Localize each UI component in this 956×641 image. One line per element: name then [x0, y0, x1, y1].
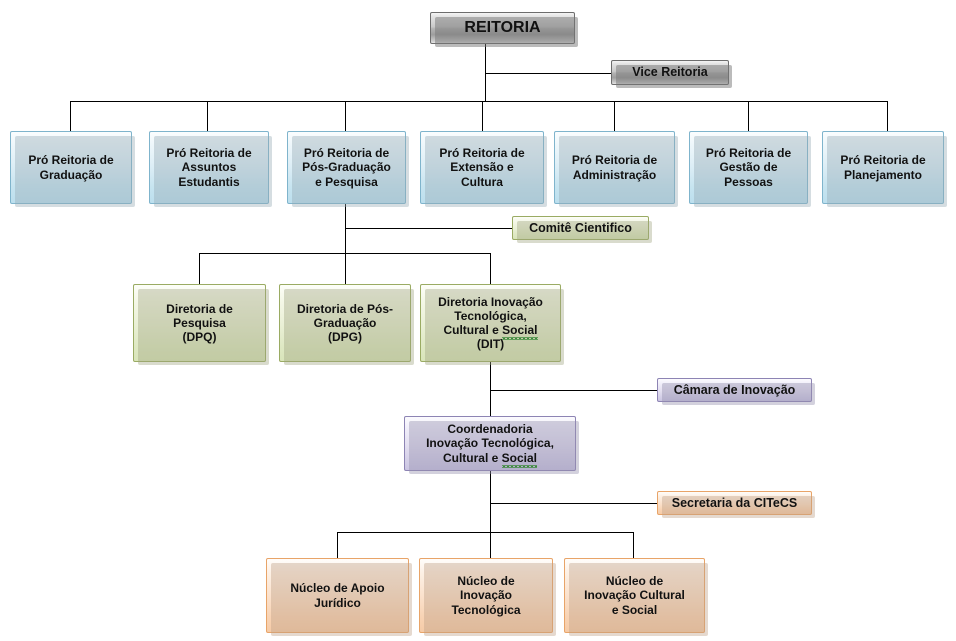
connector-drop-diretoria-2: [345, 253, 346, 284]
node-camara-inovacao[interactable]: Câmara de Inovação: [657, 378, 815, 405]
node-pro-reitoria-gestao-pessoas[interactable]: Pró Reitoria de Gestão de Pessoas: [689, 131, 811, 207]
node-reitoria[interactable]: REITORIA: [430, 12, 578, 47]
connector-drop-pro-3: [345, 101, 346, 131]
node-pro-2-line2: Assuntos: [181, 160, 237, 175]
node-dir-2-line1: Diretoria de Pós-: [296, 301, 394, 316]
node-dir-1-line1: Diretoria de: [166, 301, 233, 316]
node-coord-line3-misspelled: Social: [501, 450, 538, 468]
node-pro-6-line3: Pessoas: [724, 174, 773, 189]
node-nucleo-2-line1: Núcleo de: [457, 574, 515, 589]
node-coord-line1: Coordenadoria: [447, 422, 533, 437]
node-diretoria-pos-graduacao[interactable]: Diretoria de Pós- Graduação (DPG): [279, 284, 414, 365]
node-nucleo-3-line1: Núcleo de: [605, 574, 664, 589]
node-dir-3-line4: (DIT): [476, 337, 505, 352]
connector-to-camara-inovacao: [490, 390, 657, 391]
node-nucleo-2-line3: Tecnológica: [451, 602, 521, 617]
connector-to-secretaria: [490, 503, 657, 504]
connector-reitoria-trunk: [485, 44, 486, 101]
connector-drop-pro-7: [887, 101, 888, 131]
node-pro-6-line2: Gestão de: [719, 160, 778, 175]
node-reitoria-label: REITORIA: [464, 18, 541, 36]
node-comite-cientifico[interactable]: Comitê Cientifico: [512, 216, 652, 243]
node-dir-3-line3-misspelled: Social: [502, 323, 538, 341]
connector-drop-nucleo-2: [490, 532, 491, 558]
node-pro-6-line1: Pró Reitoria de: [705, 146, 792, 161]
node-pro-3-line3: e Pesquisa: [315, 174, 378, 189]
node-pro-1-line1: Pró Reitoria de: [28, 153, 114, 168]
connector-drop-pro-6: [748, 101, 749, 131]
node-pro-reitoria-graduacao[interactable]: Pró Reitoria de Graduação: [10, 131, 135, 207]
node-pro-7-line1: Pró Reitoria de: [840, 153, 926, 168]
node-diretoria-pesquisa[interactable]: Diretoria de Pesquisa (DPQ): [133, 284, 269, 365]
connector-drop-pro-5: [614, 101, 615, 131]
node-nucleo-3-line3: e Social: [611, 602, 658, 617]
connector-to-comite-cientifico: [345, 228, 512, 229]
connector-drop-pro-2: [207, 101, 208, 131]
node-secretaria-citecs[interactable]: Secretaria da CITeCS: [657, 491, 815, 518]
node-nucleo-inovacao-cultural-social[interactable]: Núcleo de Inovação Cultural e Social: [564, 558, 708, 636]
node-pro-5-line2: Administração: [572, 167, 657, 182]
node-nucleo-1-line1: Núcleo de Apoio: [290, 581, 385, 596]
connector-drop-pro-4: [482, 101, 483, 131]
node-vice-reitoria[interactable]: Vice Reitoria: [611, 60, 732, 88]
node-pro-3-line1: Pró Reitoria de: [303, 146, 390, 161]
node-nucleo-1-line2: Jurídico: [314, 595, 361, 610]
node-nucleo-apoio-juridico[interactable]: Núcleo de Apoio Jurídico: [266, 558, 412, 636]
node-nucleo-3-line2: Inovação Cultural: [584, 588, 685, 603]
connector-to-vice-reitoria: [485, 73, 611, 74]
connector-drop-pro-1: [70, 101, 71, 131]
connector-drop-nucleo-1: [337, 532, 338, 558]
node-pro-2-line1: Pró Reitoria de: [166, 146, 252, 161]
connector-drop-nucleo-3: [633, 532, 634, 558]
node-dir-2-line2: Graduação: [313, 315, 377, 330]
node-pro-reitoria-pos-graduacao-pesquisa[interactable]: Pró Reitoria de Pós-Graduação e Pesquisa: [287, 131, 409, 207]
node-pro-reitoria-extensao-cultura[interactable]: Pró Reitoria de Extensão e Cultura: [420, 131, 547, 207]
node-pro-3-line2: Pós-Graduação: [302, 160, 391, 175]
node-pro-2-line3: Estudantis: [178, 174, 240, 189]
node-diretoria-inovacao-dit[interactable]: Diretoria Inovação Tecnológica, Cultural…: [420, 284, 564, 365]
connector-nucleos-bus: [337, 532, 633, 533]
node-pro-5-line1: Pró Reitoria de: [571, 153, 658, 168]
node-pro-4-line1: Pró Reitoria de: [439, 146, 525, 161]
node-dir-3-line1: Diretoria Inovação: [438, 294, 543, 309]
node-pro-reitoria-administracao[interactable]: Pró Reitoria de Administração: [554, 131, 678, 207]
node-pro-reitoria-assuntos-estudantis[interactable]: Pró Reitoria de Assuntos Estudantis: [149, 131, 272, 207]
connector-drop-diretoria-3: [490, 253, 491, 284]
node-dir-3-line2: Tecnológica,: [454, 308, 527, 323]
node-coord-line3: Cultural e: [442, 450, 502, 465]
connector-pro-reitoria-bus: [70, 101, 887, 102]
node-vice-reitoria-label: Vice Reitoria: [632, 65, 708, 80]
node-dir-1-line2: Pesquisa: [173, 315, 226, 330]
connector-drop-diretoria-1: [199, 253, 200, 284]
connector-dit-trunk: [490, 362, 491, 416]
node-camara-inovacao-label: Câmara de Inovação: [673, 382, 796, 397]
node-pro-4-line3: Cultura: [460, 174, 503, 189]
node-pro-4-line2: Extensão e: [450, 160, 514, 175]
connector-coordenadoria-trunk: [490, 471, 491, 532]
node-dir-3-line3: Cultural e: [443, 323, 503, 337]
connector-posgrad-trunk: [345, 204, 346, 284]
node-dir-1-line3: (DPQ): [182, 330, 217, 345]
node-nucleo-2-line2: Inovação: [459, 588, 513, 603]
node-pro-1-line2: Graduação: [39, 167, 103, 182]
node-nucleo-inovacao-tecnologica[interactable]: Núcleo de Inovação Tecnológica: [419, 558, 556, 636]
node-coord-line2: Inovação Tecnológica,: [426, 436, 554, 451]
node-secretaria-citecs-label: Secretaria da CITeCS: [671, 495, 798, 510]
node-comite-cientifico-label: Comitê Cientifico: [529, 220, 632, 235]
node-pro-reitoria-planejamento[interactable]: Pró Reitoria de Planejamento: [822, 131, 947, 207]
node-dir-2-line3: (DPG): [328, 330, 362, 345]
node-pro-7-line2: Planejamento: [843, 167, 922, 182]
node-coordenadoria-citecs[interactable]: Coordenadoria Inovação Tecnológica, Cult…: [404, 416, 579, 474]
